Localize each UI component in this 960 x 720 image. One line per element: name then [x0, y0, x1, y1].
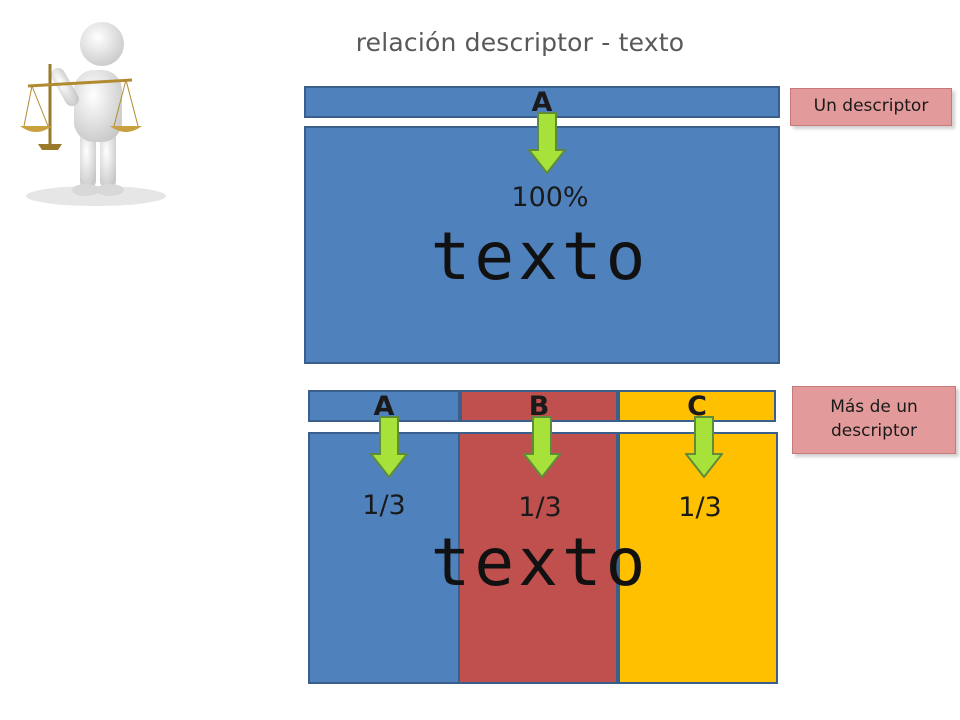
texto-label-multi: texto [430, 524, 650, 601]
descriptor-label: C [687, 390, 707, 422]
text-column-a [308, 432, 460, 684]
note-single-descriptor: Un descriptor [790, 88, 952, 126]
texto-label-single: texto [430, 218, 650, 295]
down-arrow-icon [368, 416, 410, 479]
share-label-b: 1/3 [518, 492, 562, 523]
page-title: relación descriptor - texto [355, 28, 685, 57]
descriptor-label: A [373, 390, 395, 422]
share-label-c: 1/3 [678, 492, 722, 523]
descriptor-label: A [531, 86, 553, 118]
note-multiple-descriptors: Más de un descriptor [792, 386, 956, 454]
down-arrow-icon [683, 416, 725, 479]
text-column-b [458, 432, 618, 684]
percentage-label: 100% [511, 182, 589, 213]
share-label-a: 1/3 [362, 490, 406, 521]
down-arrow-icon [521, 416, 563, 479]
descriptor-label: B [528, 390, 550, 422]
person-with-scales-icon [14, 14, 178, 210]
text-column-c [618, 432, 778, 684]
down-arrow-icon [526, 112, 568, 175]
